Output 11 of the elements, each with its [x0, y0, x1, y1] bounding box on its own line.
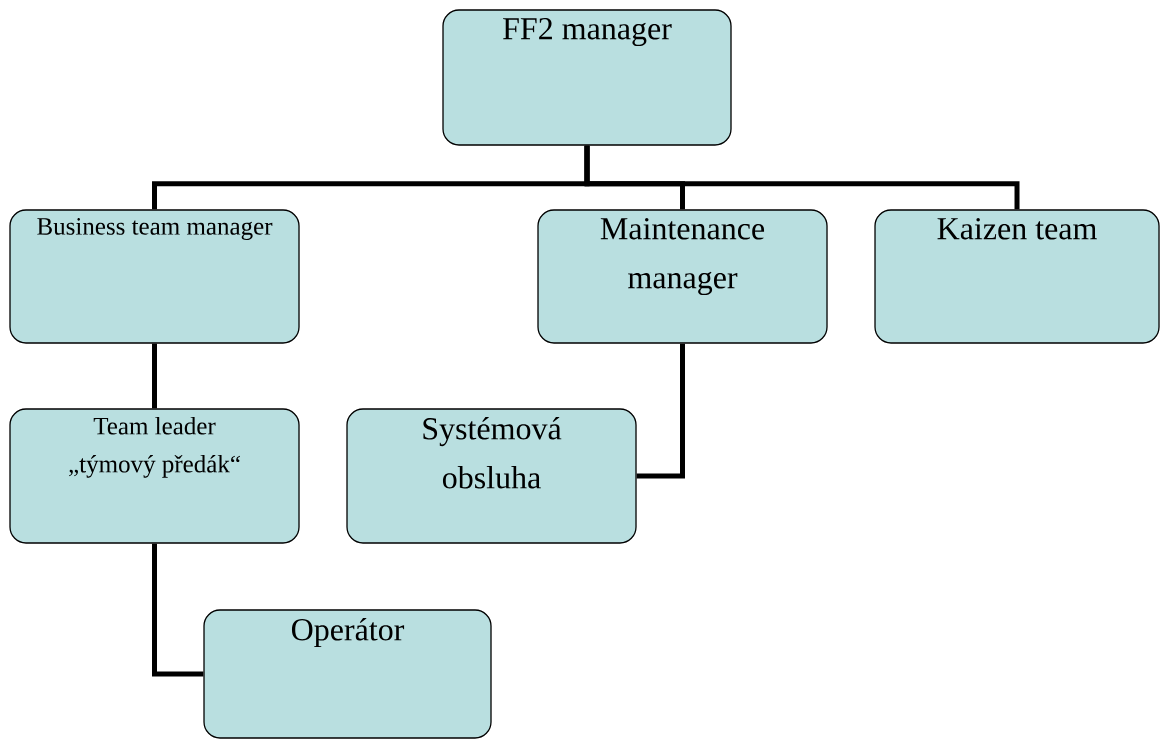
org-box: Team leader „týmový předák“ [9, 408, 300, 544]
connector-line [636, 343, 685, 479]
org-box: Systémová obsluha [346, 408, 637, 544]
connector-line [584, 145, 1020, 210]
org-box: Kaizen team [874, 209, 1160, 344]
connector-line [152, 343, 157, 409]
connector-line [152, 543, 204, 677]
org-box: Business team manager [9, 209, 300, 344]
org-box: FF2 manager [442, 9, 732, 146]
org-box: Operátor [203, 609, 492, 739]
org-box: Maintenance manager [537, 209, 828, 344]
